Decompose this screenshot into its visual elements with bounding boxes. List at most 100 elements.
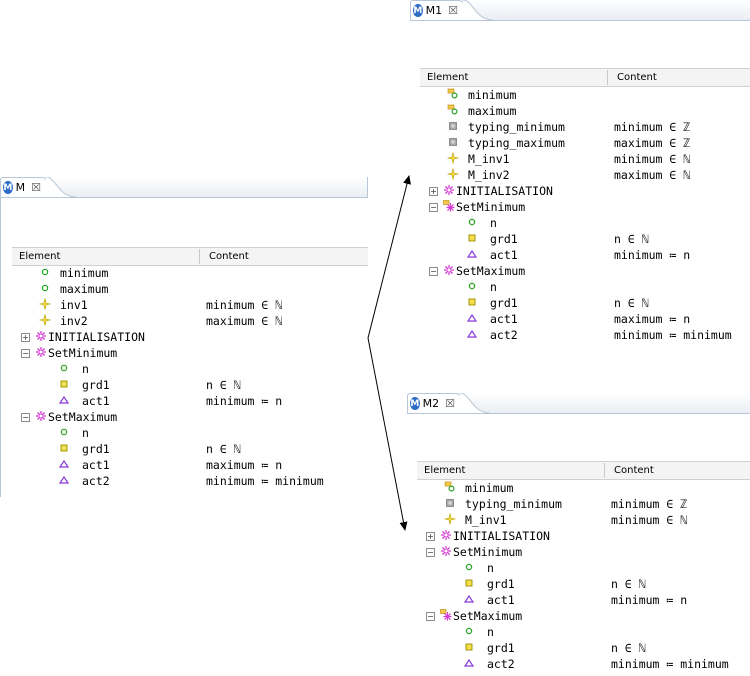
tab-title: M1: [425, 4, 443, 17]
element-label: act1: [487, 593, 515, 607]
element-label: typing_minimum: [465, 497, 562, 511]
tree-row[interactable]: n: [410, 279, 750, 295]
variable-icon: [39, 266, 51, 278]
element-label: n: [490, 216, 497, 230]
column-divider[interactable]: [604, 463, 605, 478]
column-header-element[interactable]: Element: [19, 251, 61, 262]
close-icon[interactable]: ☒: [445, 397, 455, 410]
tab-bar: [407, 393, 750, 414]
tab-m2[interactable]: M M2 ☒: [407, 393, 462, 413]
column-divider[interactable]: [199, 249, 200, 264]
element-label: M_inv1: [468, 152, 510, 166]
tab-m1[interactable]: M M1 ☒: [410, 0, 465, 20]
tree-row[interactable]: +INITIALISATION: [0, 329, 340, 345]
expand-plus-icon[interactable]: +: [429, 187, 438, 196]
refined-variable-icon: [444, 481, 456, 493]
collapse-minus-icon[interactable]: −: [21, 349, 30, 358]
tree-row[interactable]: maximum: [0, 281, 340, 297]
machine-logo-icon: M: [3, 181, 13, 194]
tree-row[interactable]: maximum: [410, 103, 750, 119]
expand-plus-icon[interactable]: +: [21, 333, 30, 342]
element-label: grd1: [490, 296, 518, 310]
element-label: maximum: [60, 282, 109, 296]
element-content: n ∈ ℕ: [614, 296, 649, 310]
tree-row[interactable]: −SetMaximum: [410, 263, 750, 279]
panel-body: [0, 198, 368, 497]
tree-row[interactable]: −SetMinimum: [407, 544, 747, 560]
element-label: n: [487, 625, 494, 639]
tree-row[interactable]: + INITIALISATION: [410, 183, 750, 199]
tree-row[interactable]: n: [0, 361, 340, 377]
column-header-element[interactable]: Element: [427, 72, 469, 83]
element-label: M_inv1: [465, 513, 507, 527]
guard-icon: [466, 232, 478, 244]
event-icon: [35, 346, 47, 358]
close-icon[interactable]: ☒: [448, 4, 458, 17]
tree-row[interactable]: grd1 n ∈ ℕ: [410, 295, 750, 311]
collapse-minus-icon[interactable]: −: [429, 267, 438, 276]
element-label: grd1: [487, 577, 515, 591]
collapse-minus-icon[interactable]: −: [429, 203, 438, 212]
element-label: n: [487, 561, 494, 575]
element-label: INITIALISATION: [456, 184, 553, 198]
tree-row[interactable]: −SetMaximum: [0, 409, 340, 425]
tree-row[interactable]: minimum: [407, 480, 747, 496]
collapse-minus-icon[interactable]: −: [21, 413, 30, 422]
machine-logo-icon: M: [410, 397, 420, 410]
tree-row[interactable]: n: [0, 425, 340, 441]
collapse-minus-icon[interactable]: −: [426, 612, 435, 621]
close-icon[interactable]: ☒: [31, 181, 41, 194]
refined-event-icon: [440, 609, 452, 621]
event-icon: [443, 184, 455, 196]
theorem-icon: [447, 120, 459, 132]
tree-row[interactable]: −SetMinimum: [410, 199, 750, 215]
element-label: M_inv2: [468, 168, 510, 182]
tree-row[interactable]: minimum: [0, 265, 340, 281]
tree-row[interactable]: n: [407, 560, 747, 576]
tree-row[interactable]: −SetMinimum: [0, 345, 340, 361]
tree-row[interactable]: n: [410, 215, 750, 231]
collapse-minus-icon[interactable]: −: [426, 548, 435, 557]
expand-plus-icon[interactable]: +: [426, 532, 435, 541]
tree-row[interactable]: n: [407, 624, 747, 640]
column-header-content[interactable]: Content: [617, 72, 657, 83]
tab-title: M: [15, 181, 26, 194]
element-label: INITIALISATION: [453, 529, 550, 543]
tree-row[interactable]: minimum: [410, 87, 750, 103]
element-label: grd1: [82, 378, 110, 392]
element-label: typing_minimum: [468, 120, 565, 134]
column-header-content[interactable]: Content: [614, 465, 654, 476]
tree-row[interactable]: −SetMaximum: [407, 608, 747, 624]
tree-row[interactable]: + INITIALISATION: [407, 528, 747, 544]
refined-variable-icon: [447, 88, 459, 100]
column-divider[interactable]: [607, 70, 608, 85]
column-header-element[interactable]: Element: [424, 465, 466, 476]
invariant-icon: [39, 314, 51, 326]
tab-curve: [463, 0, 493, 20]
column-header-content[interactable]: Content: [209, 251, 249, 262]
element-content: maximum ≔ n: [206, 458, 283, 472]
